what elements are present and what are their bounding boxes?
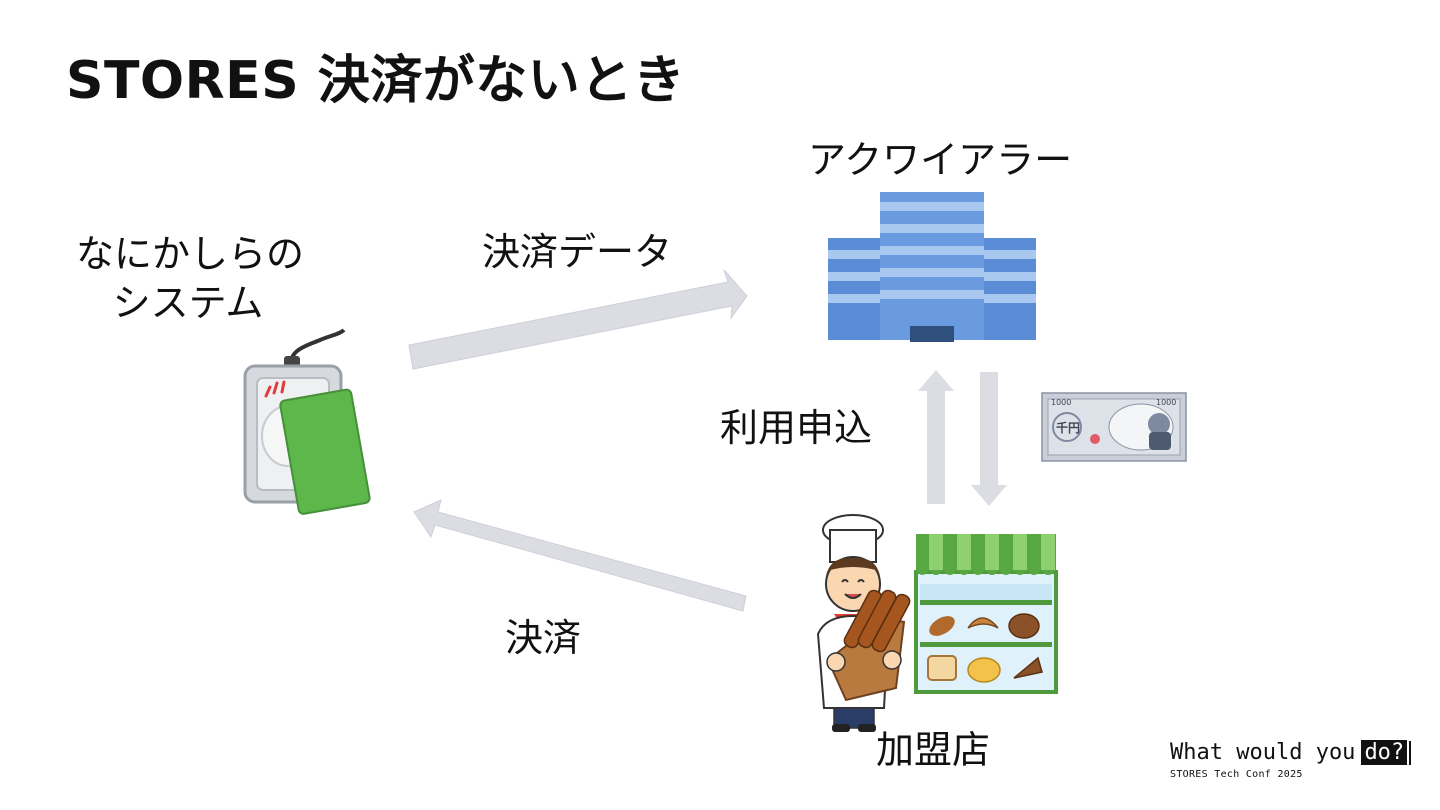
banknote-value-left: 1000 [1051,398,1071,407]
brand-main: What would you [1170,740,1356,765]
footer-brand: What would you do? [1170,740,1412,765]
banknote-icon: 1000 1000 千円 [1041,392,1187,462]
system-label: なにかしらの システム [76,230,305,327]
payment-data-label: 決済データ [482,230,673,274]
settlement-label: 決済 [505,616,582,660]
apply-arrow [918,370,954,504]
slide-title: STORES 決済がないとき [66,51,686,111]
payment-data-arrow [408,269,748,370]
bakery-shop-icon [914,534,1058,694]
system-label-line1: なにかしらの [76,232,305,276]
baker-icon [816,514,911,732]
settlement-arrow [413,499,747,612]
card-reader-icon [243,328,371,515]
banknote-value-right: 1000 [1156,398,1176,407]
merchant-label: 加盟店 [876,728,991,772]
acquirer-label: アクワイアラー [808,138,1073,182]
settlement-funds-arrow [971,372,1007,506]
acquirer-building-icon [828,192,1036,342]
text-cursor-icon [1409,740,1412,765]
banknote-text: 千円 [1056,420,1080,435]
event-name: STORES Tech Conf 2025 [1170,769,1303,780]
footer: What would you do? STORES Tech Conf 2025 [1170,740,1412,780]
system-label-line2: システム [112,280,264,325]
apply-label: 利用申込 [720,406,873,450]
brand-highlight: do? [1361,740,1408,765]
